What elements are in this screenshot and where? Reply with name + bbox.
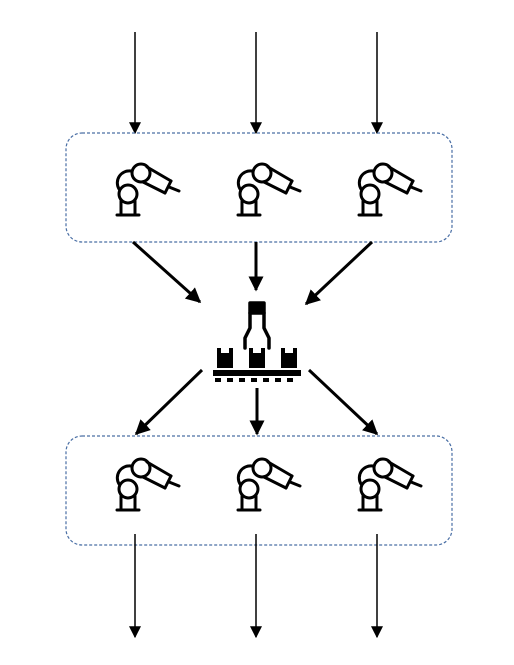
robot-arm-icon xyxy=(236,457,302,512)
robot-arm-icon xyxy=(115,162,181,217)
bottom-robot-group xyxy=(65,435,453,546)
diverge-arrow-left xyxy=(134,368,204,436)
robot-arm-icon xyxy=(236,162,302,217)
converge-arrow-left xyxy=(131,240,202,304)
diverge-arrow-right xyxy=(307,368,379,436)
top-robot-group xyxy=(65,132,453,243)
robot-arm-icon xyxy=(115,457,181,512)
robot-arm-icon xyxy=(357,162,423,217)
conveyor-gripper-icon xyxy=(211,301,303,384)
converge-arrow-right xyxy=(304,240,374,306)
robot-arm-icon xyxy=(357,457,423,512)
